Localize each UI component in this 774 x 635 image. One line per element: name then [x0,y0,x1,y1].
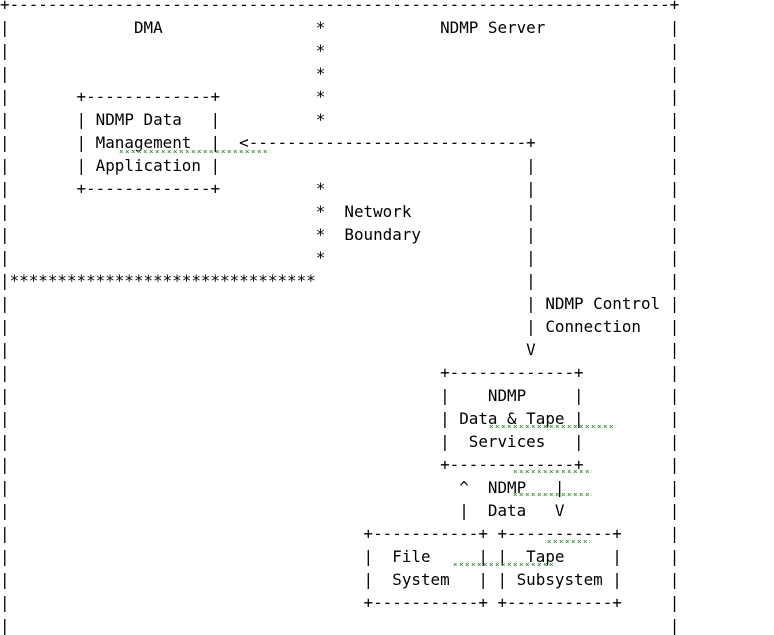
spellcheck-underline [546,540,590,543]
diagram-line: | +-------------+ | [0,363,680,382]
diagram-line: | * Network | | [0,202,680,221]
diagram-line: | | NDMP Data | * | [0,110,680,129]
diagram-line: |******************************** | | [0,271,680,290]
diagram-line: | | NDMP | | [0,386,680,405]
ascii-diagram: +---------------------------------------… [0,0,679,635]
diagram-line: | +-------------+ * | [0,87,680,106]
spellcheck-underline [118,150,270,153]
diagram-line: | ^ NDMP | | [0,478,680,497]
diagram-line: | | System | | Subsystem | | [0,570,680,589]
spellcheck-underline [512,470,592,473]
diagram-line: | +-----------+ +-----------+ | [0,593,680,612]
diagram-line: | | Services | | [0,432,680,451]
diagram-line: | * | [0,64,680,83]
diagram-line: | | NDMP Control | [0,294,680,313]
diagram-line: | +-----------+ +-----------+ | [0,524,680,543]
diagram-line: | DMA * NDMP Server | [0,18,680,37]
spellcheck-underline [488,425,614,428]
diagram-line: | | Management | <----------------------… [0,133,680,152]
diagram-line: | | [0,616,680,635]
spellcheck-underline [512,493,592,496]
diagram-line: | * | | [0,248,680,267]
spellcheck-underline [452,563,556,566]
diagram-line: | +-------------+ * | | [0,179,680,198]
diagram-line: | | Application | | | [0,156,680,175]
diagram-line: | * | [0,41,680,60]
diagram-line: | | Data V | [0,501,680,520]
diagram-line: | +-------------+ | [0,455,680,474]
diagram-line: | V | [0,340,680,359]
diagram-line: +---------------------------------------… [0,0,680,14]
diagram-line: | | Connection | [0,317,680,336]
diagram-line: | * Boundary | | [0,225,680,244]
diagram-line: | | Data & Tape | | [0,409,680,428]
diagram-line: | | File | | Tape | | [0,547,680,566]
